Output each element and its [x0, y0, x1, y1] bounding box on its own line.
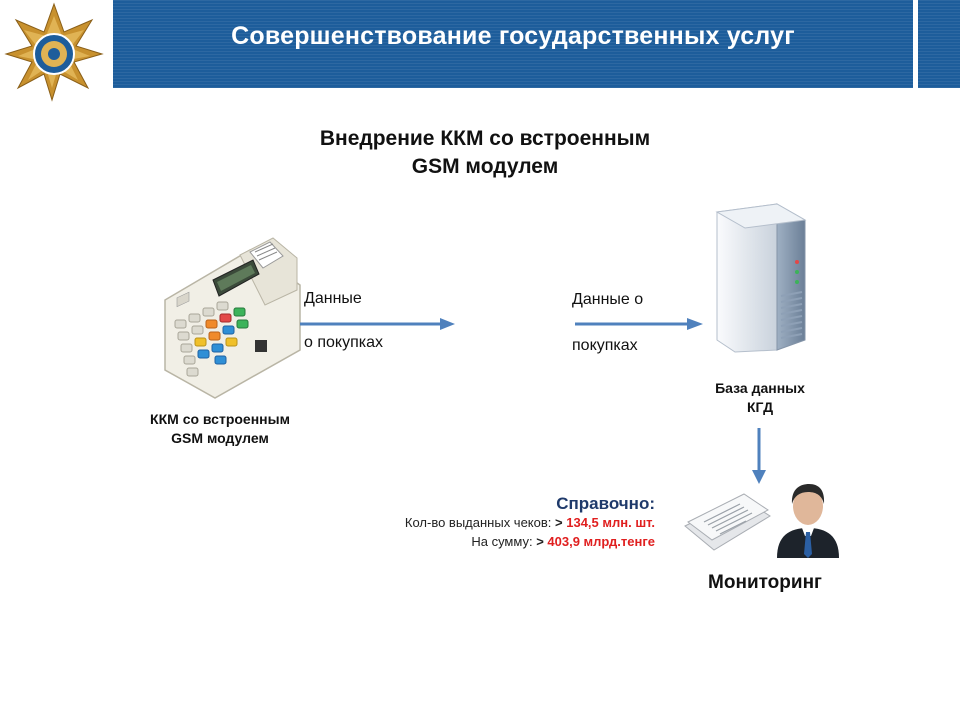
sum-prefix: > [536, 534, 544, 549]
arrow1-label-top: Данные [304, 290, 362, 307]
db-caption: База данных КГД [690, 379, 830, 417]
kkm-caption-line2: GSM модулем [171, 430, 269, 446]
arrow1-label-bottom: о покупках [304, 334, 383, 351]
receipts-prefix: > [555, 515, 563, 530]
reference-title: Справочно: [556, 494, 655, 513]
receipts-value: 134,5 млн. шт. [566, 515, 655, 530]
slide-title: Внедрение ККМ со встроенным GSM модулем [270, 125, 700, 181]
reference-block: Справочно: Кол-во выданных чеков: > 134,… [300, 494, 655, 551]
db-caption-line2: КГД [746, 399, 774, 415]
reference-sum-row: На сумму: > 403,9 млрд.тенге [300, 532, 655, 551]
sum-value: 403,9 млрд.тенге [547, 534, 655, 549]
arrow2-label-bottom: покупках [572, 337, 638, 354]
slide-title-line2: GSM модулем [411, 155, 559, 178]
down-arrow [752, 428, 766, 484]
person-icon [777, 484, 839, 558]
header-band [113, 0, 913, 88]
sum-label: На сумму: [471, 534, 533, 549]
data-flow-arrow-2 [575, 318, 703, 330]
emblem-logo [4, 2, 104, 102]
reference-receipts-row: Кол-во выданных чеков: > 134,5 млн. шт. [300, 513, 655, 532]
data-flow-arrow-1 [300, 318, 455, 330]
kkm-caption: ККМ со встроенным GSM модулем [130, 410, 310, 448]
slide-title-line1: Внедрение ККМ со встроенным [319, 127, 651, 150]
arrow2-label-top: Данные о [572, 291, 644, 308]
cash-register-icon [164, 237, 301, 399]
header-title: Совершенствование государственных услуг [231, 22, 795, 50]
header-band-right [918, 0, 960, 88]
server-database-icon [715, 203, 807, 353]
kkm-caption-line1: ККМ со встроенным [150, 411, 290, 427]
monitoring-label: Мониторинг [708, 572, 822, 593]
header-bar: Совершенствование государственных услуг [0, 0, 960, 90]
receipts-label: Кол-во выданных чеков: [404, 515, 552, 530]
document-icon [684, 493, 771, 551]
db-caption-line1: База данных [715, 380, 805, 396]
